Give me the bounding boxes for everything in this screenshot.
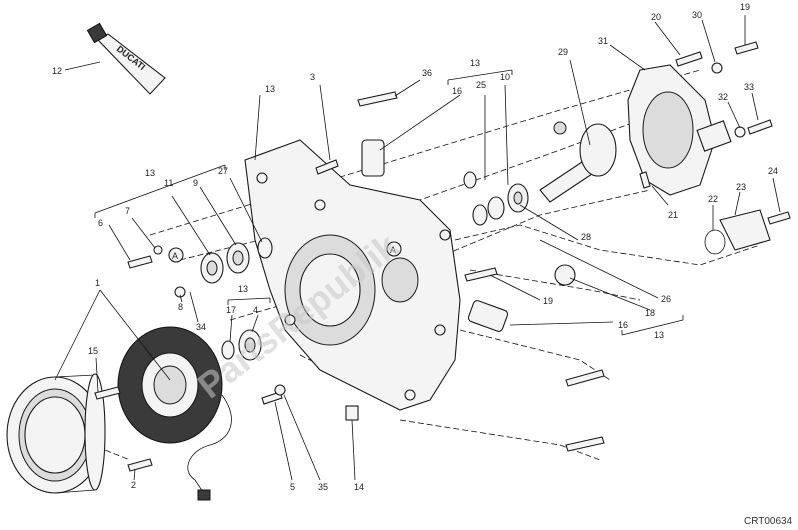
callout-label-15: 15	[88, 346, 98, 356]
bearings-seals-group	[200, 171, 576, 361]
callout-label-18: 18	[645, 308, 655, 318]
callout-label-21: 21	[668, 210, 678, 220]
callout-label-36: 36	[422, 68, 432, 78]
water-pump-cover-part	[627, 64, 732, 196]
plugs-bolts-group	[94, 41, 791, 472]
callout-label-25: 25	[476, 80, 486, 90]
callout-label-5: 5	[290, 482, 295, 492]
marker-a-center	[386, 241, 402, 257]
callout-label-28: 28	[581, 232, 591, 242]
callout-label-3: 3	[310, 72, 315, 82]
callout-label-4: 4	[253, 305, 258, 315]
callout-label-9: 9	[193, 178, 198, 188]
reference-markers: A A	[168, 241, 402, 263]
callout-label-31: 31	[598, 36, 608, 46]
callout-label-35: 35	[318, 482, 328, 492]
marker-a-left	[168, 247, 184, 263]
callout-label-27: 27	[218, 166, 228, 176]
callout-label-13: 13	[238, 284, 248, 294]
group-brackets	[94, 69, 684, 336]
callout-label-16: 16	[452, 86, 462, 96]
callout-label-12: 12	[52, 66, 62, 76]
callout-label-11: 11	[164, 178, 173, 188]
callout-label-7: 7	[125, 206, 130, 216]
callout-label-1: 1	[95, 278, 100, 288]
leader-lines	[54, 15, 781, 481]
marker-a-center-label: A	[390, 245, 396, 255]
callout-label-13: 13	[145, 168, 155, 178]
callout-label-13: 13	[470, 58, 480, 68]
callout-label-8: 8	[178, 302, 183, 312]
callout-label-16: 16	[618, 320, 628, 330]
callout-label-13: 13	[654, 330, 664, 340]
callout-label-30: 30	[692, 10, 702, 20]
callout-label-13: 13	[265, 84, 275, 94]
callout-label-20: 20	[651, 12, 661, 22]
callout-label-6: 6	[98, 218, 103, 228]
callout-label-32: 32	[718, 92, 728, 102]
callout-label-19: 19	[740, 2, 750, 12]
callout-label-14: 14	[354, 482, 364, 492]
callout-label-19: 19	[543, 296, 553, 306]
callout-label-24: 24	[768, 166, 778, 176]
generator-cover-part	[244, 139, 461, 411]
callout-label-29: 29	[558, 47, 568, 57]
grease-tube-part: DUCATI	[86, 22, 166, 95]
callout-label-26: 26	[661, 294, 671, 304]
callout-label-10: 10	[500, 72, 510, 82]
callout-label-2: 2	[131, 480, 136, 490]
stator-part	[117, 326, 232, 501]
impeller-shaft-part	[539, 121, 617, 203]
generator-rotor-part	[6, 373, 106, 494]
callout-label-17: 17	[226, 305, 236, 315]
marker-a-left-label: A	[172, 251, 178, 261]
callout-label-34: 34	[196, 322, 206, 332]
callout-label-33: 33	[744, 82, 754, 92]
callout-label-23: 23	[736, 182, 746, 192]
diagram-code: CRT00634	[744, 516, 793, 527]
callout-label-22: 22	[708, 194, 718, 204]
